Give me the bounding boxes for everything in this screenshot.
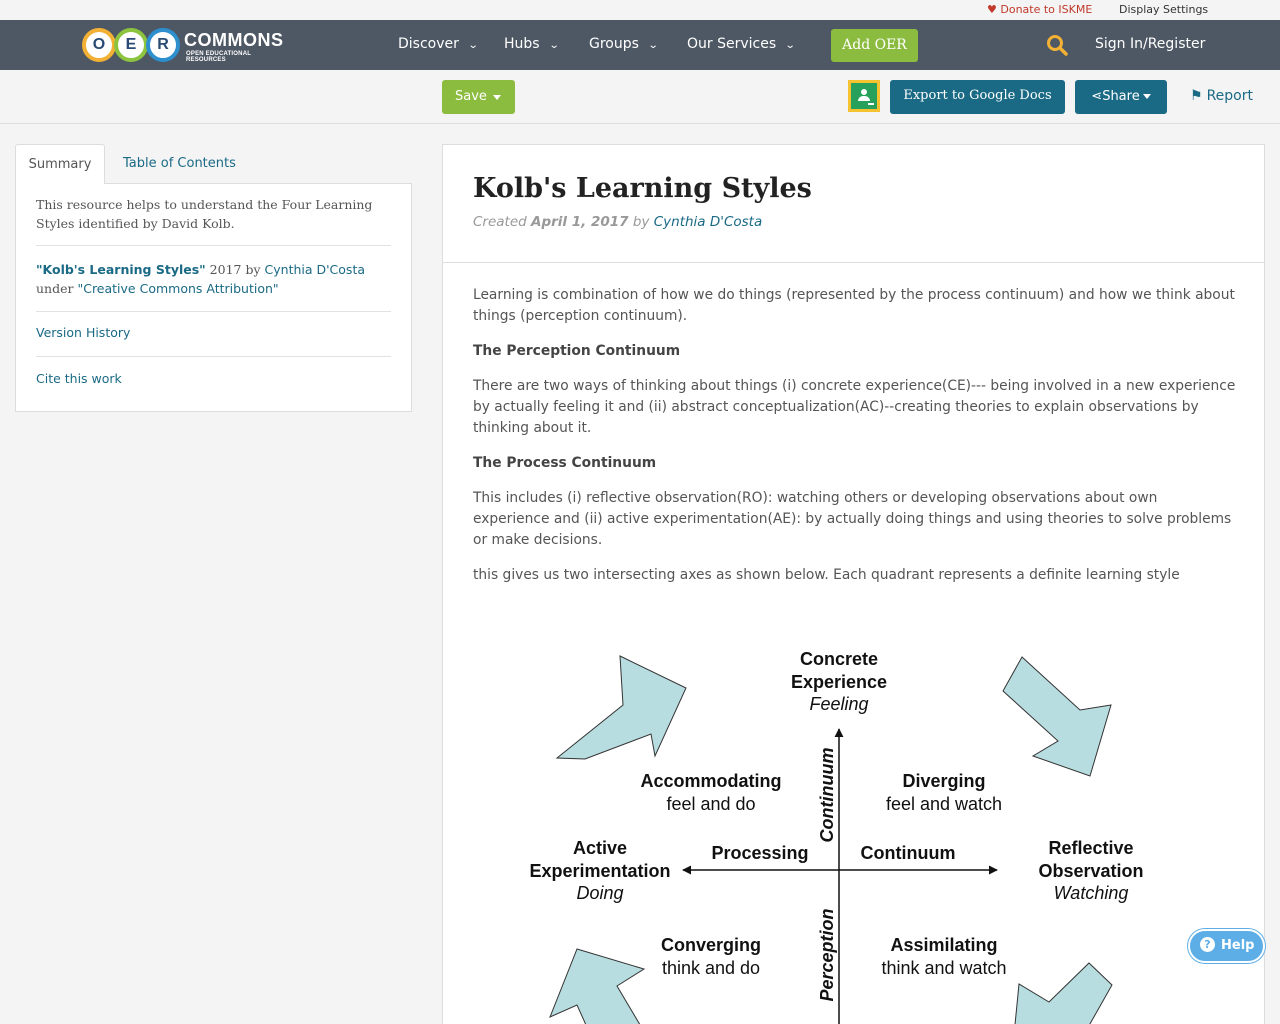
google-classroom-button[interactable] <box>848 80 880 112</box>
divider <box>443 262 1264 263</box>
page-title: Kolb's Learning Styles <box>473 173 812 204</box>
tab-summary[interactable]: Summary <box>15 144 105 184</box>
created-date: April 1, 2017 <box>531 214 629 230</box>
sign-in-register-link[interactable]: Sign In/Register <box>1095 36 1206 52</box>
cycle-arrow-bottom-left <box>549 948 646 1024</box>
section-heading-perception: The Perception Continuum <box>473 343 681 359</box>
cycle-arrow-top-right <box>1002 656 1112 777</box>
label-concrete: Concrete <box>800 649 878 669</box>
share-button[interactable]: ⋖Share <box>1075 80 1167 114</box>
logo-word: COMMONS <box>184 30 284 50</box>
divider <box>36 356 391 357</box>
quadrant-accommodating-desc: feel and do <box>666 794 755 814</box>
caret-down-icon <box>1142 94 1151 99</box>
quadrant-converging-desc: think and do <box>662 958 760 978</box>
sidebar-tabs: Summary Table of Contents <box>15 144 412 184</box>
logo-letter-e: E <box>114 28 148 62</box>
main-nav: O E R COMMONS OPEN EDUCATIONAL RESOURCES… <box>0 20 1280 70</box>
attribution-author-link[interactable]: Cynthia D'Costa <box>264 262 366 277</box>
resource-toolbar: Save Export to Google Docs ⋖Share ⚑Repor… <box>0 70 1280 124</box>
label-observation: Observation <box>1038 861 1143 881</box>
nav-hubs[interactable]: Hubs⌄ <box>504 36 560 52</box>
label-experience: Experience <box>791 672 887 692</box>
google-classroom-icon <box>851 83 877 109</box>
quadrant-diverging: Diverging <box>902 771 985 791</box>
quadrant-accommodating: Accommodating <box>640 771 781 791</box>
quadrant-assimilating-desc: think and watch <box>881 958 1006 978</box>
attribution-title: "Kolb's Learning Styles" <box>36 262 206 277</box>
help-button[interactable]: ?Help <box>1188 929 1265 963</box>
quadrant-converging: Converging <box>661 935 761 955</box>
label-doing: Doing <box>576 883 623 903</box>
process-paragraph: This includes (i) reflective observation… <box>473 490 1232 548</box>
share-icon: ⋖ <box>1091 89 1103 104</box>
tab-table-of-contents[interactable]: Table of Contents <box>123 156 236 171</box>
search-icon[interactable] <box>1046 34 1068 56</box>
resource-description: This resource helps to understand the Fo… <box>36 197 373 231</box>
label-active: Active <box>573 838 627 858</box>
add-oer-button[interactable]: Add OER <box>831 29 918 62</box>
logo-letter-r: R <box>146 28 180 62</box>
intro-paragraph: Learning is combination of how we do thi… <box>473 287 1235 324</box>
nav-discover[interactable]: Discover⌄ <box>398 36 479 52</box>
license-link[interactable]: "Creative Commons Attribution" <box>77 281 279 296</box>
cite-this-work-link[interactable]: Cite this work <box>36 371 122 386</box>
utility-bar: ♥ Donate to ISKME Display Settings <box>0 0 1280 20</box>
donate-link[interactable]: ♥ Donate to ISKME <box>987 3 1093 16</box>
flag-icon: ⚑ <box>1190 88 1203 104</box>
divider <box>36 311 391 312</box>
quadrant-diverging-desc: feel and watch <box>886 794 1002 814</box>
label-continuum-v: Continuum <box>817 748 837 843</box>
nav-our-services[interactable]: Our Services⌄ <box>687 36 796 52</box>
oer-commons-logo[interactable]: O E R COMMONS OPEN EDUCATIONAL RESOURCES <box>82 25 292 65</box>
label-processing: Processing <box>711 843 808 863</box>
chevron-down-icon: ⌄ <box>647 40 659 51</box>
kolb-learning-styles-diagram: Concrete Experience Feeling Active Exper… <box>529 649 1144 1024</box>
perception-paragraph: There are two ways of thinking about thi… <box>473 378 1236 436</box>
divider <box>36 245 391 246</box>
version-history-link[interactable]: Version History <box>36 325 131 340</box>
label-reflective: Reflective <box>1048 838 1133 858</box>
quadrant-assimilating: Assimilating <box>890 935 997 955</box>
label-feeling: Feeling <box>809 694 868 714</box>
chevron-down-icon: ⌄ <box>548 40 560 51</box>
label-perception-v: Perception <box>817 908 837 1001</box>
resource-meta: Created April 1, 2017 by Cynthia D'Costa <box>473 214 763 230</box>
logo-subtitle: OPEN EDUCATIONAL RESOURCES <box>186 51 251 63</box>
report-link[interactable]: ⚑Report <box>1190 88 1253 104</box>
export-google-docs-button[interactable]: Export to Google Docs <box>890 80 1065 114</box>
cycle-arrow-bottom-right <box>1014 962 1113 1024</box>
question-icon: ? <box>1200 937 1215 952</box>
label-watching: Watching <box>1054 883 1129 903</box>
section-heading-process: The Process Continuum <box>473 455 657 471</box>
author-link[interactable]: Cynthia D'Costa <box>653 214 763 230</box>
label-experimentation: Experimentation <box>529 861 670 881</box>
caret-down-icon <box>493 95 501 100</box>
resource-body: Learning is combination of how we do thi… <box>473 285 1238 600</box>
cycle-arrow-top-left <box>555 655 687 760</box>
save-button[interactable]: Save <box>442 80 515 114</box>
chevron-down-icon: ⌄ <box>784 40 796 51</box>
summary-panel: This resource helps to understand the Fo… <box>15 183 412 412</box>
heart-icon: ♥ <box>987 3 997 16</box>
chevron-down-icon: ⌄ <box>467 40 479 51</box>
label-continuum-h: Continuum <box>861 843 956 863</box>
attribution: "Kolb's Learning Styles" 2017 by Cynthia… <box>36 262 366 296</box>
resource-content: Kolb's Learning Styles Created April 1, … <box>442 144 1265 1024</box>
axes-paragraph: this gives us two intersecting axes as s… <box>473 567 1180 583</box>
logo-letter-o: O <box>82 28 116 62</box>
nav-groups[interactable]: Groups⌄ <box>589 36 659 52</box>
display-settings-link[interactable]: Display Settings <box>1119 3 1209 16</box>
